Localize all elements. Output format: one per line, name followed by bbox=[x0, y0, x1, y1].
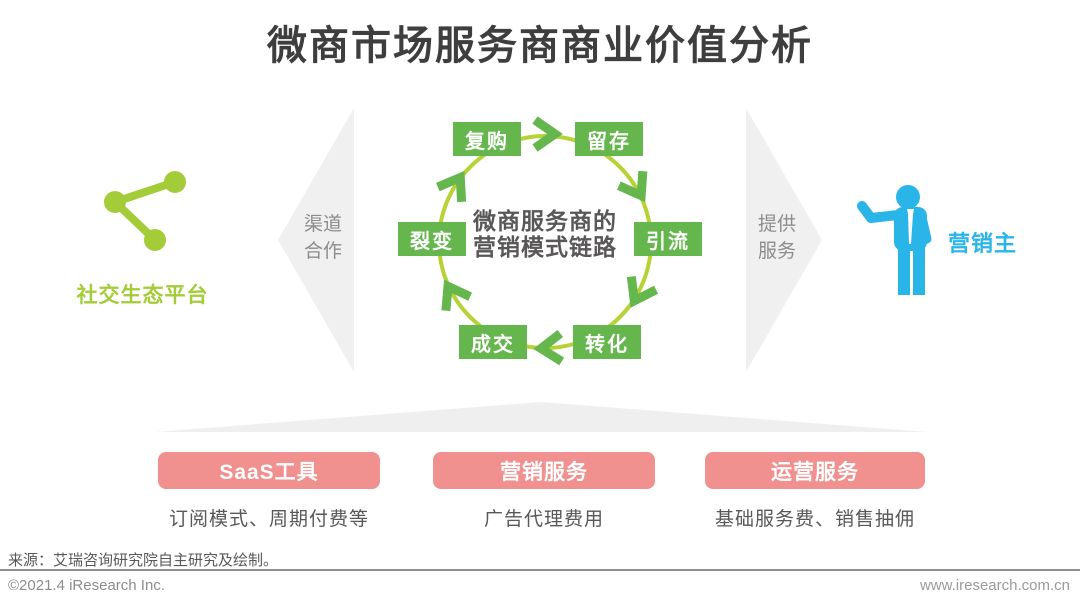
left-arrow-label-line1: 渠道 bbox=[303, 214, 342, 235]
value-desc-marketing: 广告代理费用 bbox=[483, 509, 604, 530]
cycle-arrow-icon bbox=[533, 329, 565, 366]
cycle-arrow-icon bbox=[617, 170, 648, 203]
page-title: 微商市场服务商商业价值分析 bbox=[267, 24, 813, 68]
cycle-arrow-icon bbox=[441, 279, 473, 312]
cycle-step-conversion: 转化 bbox=[573, 325, 641, 359]
value-box-saas: SaaS工具 bbox=[158, 452, 380, 489]
value-desc-operation: 基础服务费、销售抽佣 bbox=[714, 509, 915, 530]
left-arrow-label: 渠道 合作 bbox=[293, 211, 353, 265]
cycle-center-label: 微商服务商的 营销模式链路 bbox=[448, 208, 642, 260]
roof-triangle-shape bbox=[155, 402, 927, 432]
left-arrow-shape bbox=[278, 108, 354, 372]
cycle-step-repurchase: 复购 bbox=[453, 122, 521, 156]
right-arrow-label: 提供 服务 bbox=[747, 211, 807, 265]
businessman-icon bbox=[857, 185, 932, 295]
cycle-step-traffic: 引流 bbox=[634, 222, 702, 256]
cycle-center-line1: 微商服务商的 bbox=[473, 208, 617, 234]
share-network-icon bbox=[104, 171, 186, 251]
right-arrow-label-line1: 提供 bbox=[757, 214, 796, 235]
cycle-arrow-icon bbox=[532, 116, 563, 152]
cycle-arrow-icon bbox=[626, 276, 659, 308]
footer-website: www.iresearch.com.cn bbox=[919, 577, 1070, 594]
left-entity-label: 社交生态平台 bbox=[76, 284, 209, 307]
value-box-operation: 运营服务 bbox=[705, 452, 925, 489]
cycle-center-line2: 营销模式链路 bbox=[473, 234, 617, 260]
cycle-step-fission: 裂变 bbox=[398, 222, 466, 256]
cycle-arrow-icon bbox=[436, 170, 467, 203]
right-entity-label: 营销主 bbox=[948, 231, 1018, 256]
right-arrow-shape bbox=[746, 108, 822, 372]
cycle-step-deal: 成交 bbox=[459, 325, 527, 359]
left-arrow-label-line2: 合作 bbox=[303, 241, 342, 262]
footer-divider bbox=[0, 569, 1080, 571]
source-note: 来源：艾瑞咨询研究院自主研究及绘制。 bbox=[8, 552, 279, 569]
value-box-marketing: 营销服务 bbox=[433, 452, 655, 489]
value-desc-saas: 订阅模式、周期付费等 bbox=[168, 509, 369, 530]
right-arrow-label-line2: 服务 bbox=[757, 241, 796, 262]
footer-copyright: ©2021.4 iResearch Inc. bbox=[8, 577, 165, 594]
cycle-step-retention: 留存 bbox=[575, 122, 643, 156]
